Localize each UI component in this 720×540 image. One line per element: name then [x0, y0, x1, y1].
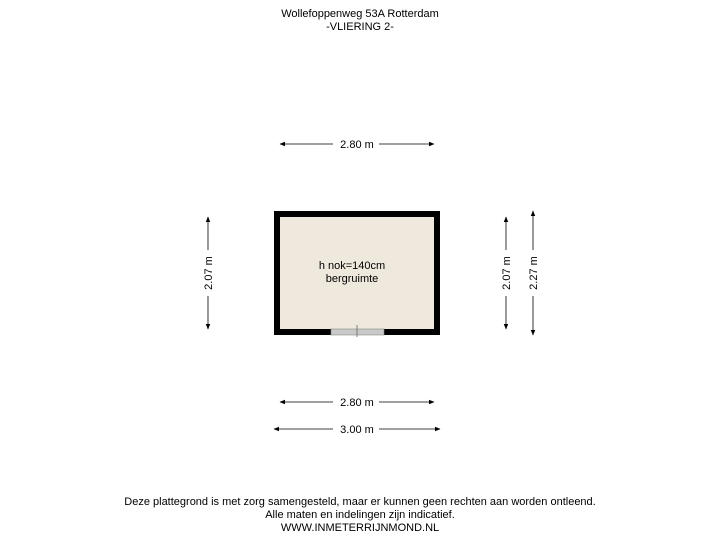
address-title: Wollefoppenweg 53A Rotterdam: [281, 8, 439, 20]
right-inner-height-label: 2.07 m: [501, 256, 513, 290]
footer-disclaimer: Deze plattegrond is met zorg samengestel…: [124, 496, 596, 508]
room-door-opening: [330, 328, 385, 336]
right-outer-height-label: 2.27 m: [528, 256, 540, 290]
room-walls: [274, 211, 440, 335]
left-height-label: 2.07 m: [203, 256, 215, 290]
top-width-label: 2.80 m: [340, 139, 374, 151]
room-height-label: h nok=140cm: [319, 260, 385, 272]
floor-title: -VLIERING 2-: [326, 21, 394, 33]
room-name-label: bergruimte: [326, 273, 379, 285]
footer-note: Alle maten en indelingen zijn indicatief…: [265, 509, 455, 521]
footer-website: WWW.INMETERRIJNMOND.NL: [280, 522, 440, 534]
bottom-inner-width-label: 2.80 m: [340, 397, 374, 409]
bottom-outer-width-label: 3.00 m: [340, 424, 374, 436]
